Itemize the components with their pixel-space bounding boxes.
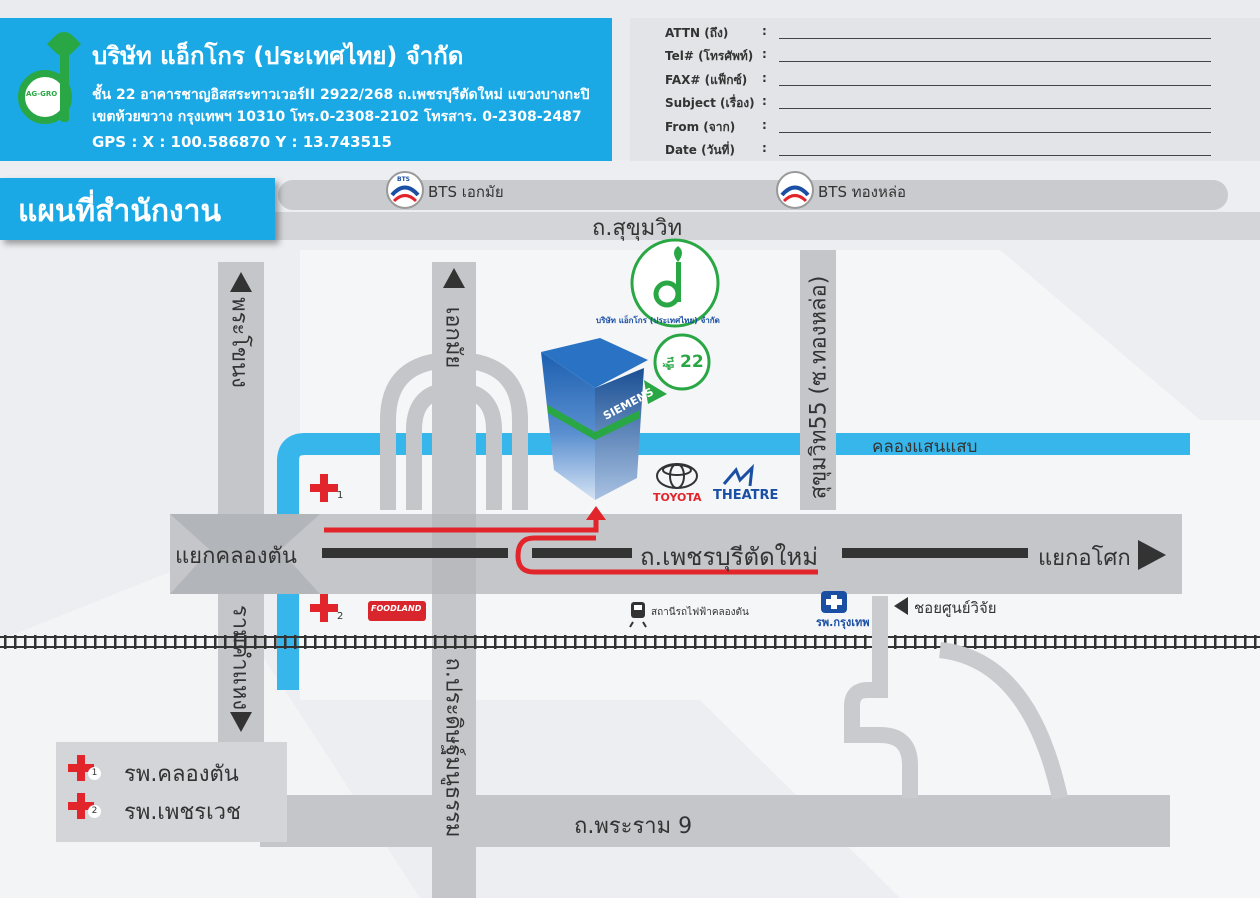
legend-label: รพ.คลองตัน xyxy=(124,762,239,787)
hospital-cross-1-icon xyxy=(310,474,338,502)
form-colon: : xyxy=(762,117,767,132)
company-header xyxy=(0,18,612,161)
prakhanong-label: พระโขนง xyxy=(226,297,252,388)
soi-arrow-icon xyxy=(894,597,908,615)
ramkhamhaeng-label: รามคำแหง xyxy=(227,604,253,711)
company-address-line1: ชั้น 22 อาคารชาญอิสสระทาวเวอร์II 2922/26… xyxy=(92,87,590,103)
form-label: Tel# (โทรศัพท์) xyxy=(665,49,754,64)
prakhanong-arrow-icon xyxy=(230,272,252,292)
legend-hospital-cross-icon xyxy=(68,793,94,819)
map-company-label: บริษัท แอ็กโกร (ประเทศไทย) จำกัด xyxy=(596,316,720,325)
fax-form xyxy=(630,18,1260,161)
form-colon: : xyxy=(762,70,767,85)
form-label: Date (วันที่) xyxy=(665,143,735,157)
map-title-box xyxy=(0,178,275,240)
legend-hospital-cross-icon xyxy=(68,755,94,781)
soi-curves xyxy=(844,596,1068,800)
logo-text: AG-GRO xyxy=(26,90,58,98)
form-label: Subject (เรื่อง) xyxy=(665,96,755,111)
map-company-logo xyxy=(630,238,720,328)
bts-logo-text: BTS xyxy=(397,176,410,183)
form-colon: : xyxy=(762,94,767,109)
floor-label: ชั้น xyxy=(665,356,677,371)
form-fill-line[interactable] xyxy=(779,108,1211,110)
form-colon: : xyxy=(762,141,767,155)
siemens-building xyxy=(541,338,667,500)
bangkok-hospital-label: รพ.กรุงเทพ xyxy=(816,616,870,629)
bts-ekkamai-label: BTS เอกมัย xyxy=(428,183,504,201)
toyota-logo xyxy=(656,463,698,489)
company-logo: AG-GRO xyxy=(14,27,84,126)
sukhumvit-label: ถ.สุขุมวิท xyxy=(592,216,683,241)
floor-number: 22 xyxy=(680,352,704,372)
form-fill-line[interactable] xyxy=(779,155,1211,156)
floor-22-bubble xyxy=(653,333,711,391)
bts-thonglor-icon xyxy=(776,171,814,209)
thonglor-label: สุขุมวิท55 (ซ.ทองหล่อ) xyxy=(806,275,832,500)
ekkamai-arrow-icon xyxy=(443,268,465,288)
toyota-label: TOYOTA xyxy=(653,491,702,504)
foodland-logo xyxy=(368,601,426,621)
train-station-label: สถานีรถไฟฟ้าคลองตัน xyxy=(651,607,749,618)
ramkhamhaeng-arrow-icon xyxy=(230,712,252,732)
form-fill-line[interactable] xyxy=(779,61,1211,63)
route-arrow-icon xyxy=(586,506,606,520)
form-fill-line[interactable] xyxy=(779,84,1211,86)
thonglor-road xyxy=(800,250,836,510)
soi-soonvijai-label: ชอยศูนย์วิจัย xyxy=(914,599,997,617)
bangkok-hospital-icon xyxy=(821,591,847,613)
form-label: ATTN (ถึง) xyxy=(665,26,729,40)
asok-junction-label: แยกอโศก xyxy=(1038,546,1131,571)
legend-number: 1 xyxy=(88,767,101,780)
form-label: From (จาก) xyxy=(665,119,736,134)
asok-arrow-icon xyxy=(1138,540,1166,570)
hospital-cross-2-icon xyxy=(310,594,338,622)
form-fill-line[interactable] xyxy=(779,131,1211,133)
bts-ekkamai-icon xyxy=(386,171,424,209)
legend-label: รพ.เพชรเวช xyxy=(124,800,241,825)
rama9-road xyxy=(260,795,1170,847)
khlongtan-junction-label: แยกคลองตัน xyxy=(175,544,297,569)
road-center-dashes xyxy=(322,548,1028,558)
theatre-logo xyxy=(722,463,754,487)
form-colon: : xyxy=(762,47,767,62)
company-gps: GPS : X : 100.586870 Y : 13.743515 xyxy=(92,133,392,151)
legend-number: 2 xyxy=(88,805,101,818)
form-label: FAX# (แฟ็กซ์) xyxy=(665,72,748,87)
rama9-label: ถ.พระราม 9 xyxy=(574,814,693,839)
legend xyxy=(56,742,287,842)
theatre-label: THEATRE xyxy=(713,488,779,503)
map-title: แผนที่สำนักงาน xyxy=(18,194,222,229)
bts-thonglor-label: BTS ทองหล่อ xyxy=(818,183,907,201)
company-name: บริษัท แอ็กโกร (ประเทศไทย) จำกัด xyxy=(92,42,464,70)
canal-khlong-saen-saep xyxy=(277,433,1190,690)
hospital-marker-1: 1 xyxy=(337,490,344,501)
form-fill-line[interactable] xyxy=(779,38,1211,39)
ekkamai-label: เอกมัย xyxy=(440,306,466,369)
train-icon xyxy=(629,602,647,628)
company-address-line2: เขตห้วยขวาง กรุงเทพฯ 10310 โทร.0-2308-21… xyxy=(92,109,582,125)
canal-label: คลองแสนแสบ xyxy=(872,437,978,457)
hospital-marker-2: 2 xyxy=(337,611,344,622)
route-line xyxy=(324,516,818,575)
phetchaburi-label: ถ.เพชรบุรีตัดใหม่ xyxy=(640,543,819,571)
foodland-label: FOODLAND xyxy=(371,604,422,613)
form-colon: : xyxy=(762,24,767,38)
ekkamai-flyover xyxy=(380,351,528,510)
pradit-label: ถ.ประดิษฐ์มนูธรรม xyxy=(440,657,466,838)
